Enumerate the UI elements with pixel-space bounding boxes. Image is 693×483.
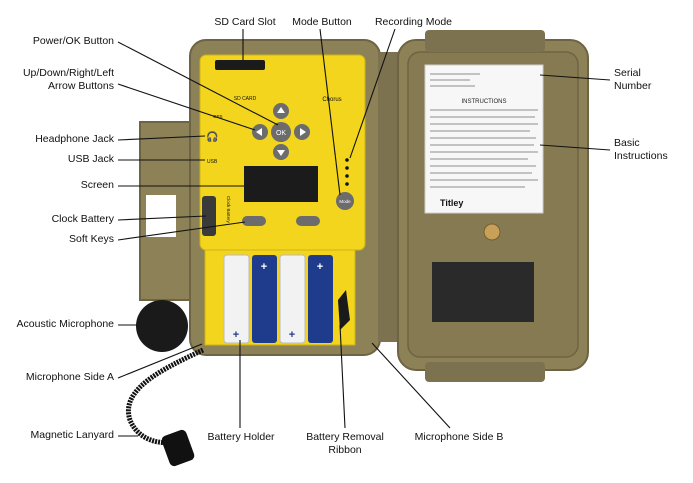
left-soft-key[interactable] — [242, 216, 266, 226]
mode-button[interactable] — [336, 192, 354, 210]
label-microphone-side-a: Microphone Side A — [25, 371, 114, 383]
gps-text: GPS — [213, 114, 223, 119]
up-arrow-icon — [277, 107, 285, 113]
screen — [244, 166, 318, 202]
label-serial-line1: Serial — [614, 67, 641, 79]
door-latch-bottom — [425, 362, 545, 382]
acoustic-microphone — [136, 300, 188, 352]
brass-screw — [483, 223, 501, 241]
label-magnetic-lanyard: Magnetic Lanyard — [30, 429, 114, 441]
usb-text: USB — [207, 159, 218, 165]
label-screen: Screen — [80, 179, 114, 191]
door-latch-top — [425, 30, 545, 52]
battery-plus-3: + — [289, 329, 295, 341]
left-arrow-icon — [256, 128, 262, 136]
battery-1 — [223, 254, 250, 344]
sd-card-text: SD CARD — [234, 96, 257, 102]
ok-text: OK — [276, 130, 286, 137]
sd-card-slot — [215, 60, 265, 70]
label-battery-holder: Battery Holder — [207, 431, 275, 443]
battery-plus-1: + — [233, 329, 239, 341]
battery-3 — [279, 254, 306, 344]
magnetic-lanyard — [126, 347, 205, 446]
instruction-label — [424, 64, 544, 214]
label-soft-keys: Soft Keys — [69, 233, 114, 245]
maker-logo: Titley — [440, 198, 463, 208]
clock-battery — [202, 196, 216, 236]
clock-battery-text: Clock Battery — [226, 196, 231, 224]
lanyard-magnet — [161, 429, 195, 467]
label-power-ok-button: Power/OK Button — [32, 35, 114, 47]
battery-4 — [308, 255, 333, 343]
label-instructions-line1: Basic — [614, 137, 640, 149]
label-arrow-buttons-line2: Arrow Buttons — [48, 80, 114, 92]
headphone-icon: 🎧 — [206, 130, 218, 143]
battery-plus-2: + — [261, 261, 267, 273]
strap-slot — [146, 195, 176, 237]
battery-plus-4: + — [317, 261, 323, 273]
label-recording-mode: Recording Mode — [374, 16, 453, 28]
recording-mode-leds — [345, 158, 349, 186]
back-pad — [432, 262, 534, 322]
ok-button[interactable] — [271, 122, 291, 142]
right-arrow-icon — [300, 128, 306, 136]
label-usb-jack: USB Jack — [67, 153, 114, 165]
label-mode-button: Mode Button — [292, 16, 352, 28]
instruction-lines — [430, 73, 538, 188]
battery-cells — [223, 254, 333, 344]
battery-2 — [252, 255, 277, 343]
brand-text: Chorus — [322, 97, 341, 103]
mode-text: Mode — [339, 199, 351, 204]
label-clock-battery: Clock Battery — [51, 213, 114, 225]
label-sd-card-slot: SD Card Slot — [214, 16, 276, 28]
label-headphone-jack: Headphone Jack — [35, 133, 114, 145]
label-arrow-buttons-line1: Up/Down/Right/Left — [22, 67, 114, 79]
label-microphone-side-b: Microphone Side B — [414, 431, 504, 443]
right-soft-key[interactable] — [296, 216, 320, 226]
down-arrow-icon — [277, 150, 285, 156]
label-instructions-line2: Instructions — [614, 150, 668, 162]
label-battery-removal-line1: Battery Removal — [306, 431, 384, 443]
battery-removal-ribbon — [338, 290, 350, 330]
label-serial-line2: Number — [614, 80, 652, 92]
label-acoustic-microphone: Acoustic Microphone — [16, 318, 114, 330]
leader-lines — [117, 28, 611, 437]
label-battery-removal-line2: Ribbon — [328, 444, 362, 456]
instructions-title: INSTRUCTIONS — [462, 99, 507, 105]
